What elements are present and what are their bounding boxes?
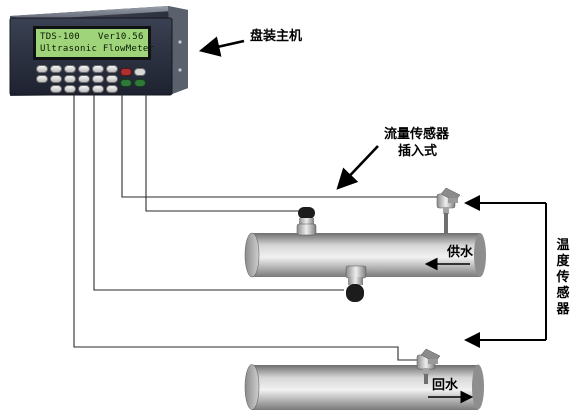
keypad-key — [92, 75, 104, 83]
meter-side — [168, 6, 188, 94]
flow-sensor-top — [296, 207, 317, 236]
keypad-key — [134, 68, 146, 76]
label-supply-water: 供水 — [447, 245, 474, 260]
lcd-screen — [36, 29, 148, 57]
lcd-version: Ver10.56 — [98, 32, 144, 42]
arrow-flow-sensor — [336, 145, 379, 190]
cable-temp-supply — [121, 92, 438, 198]
keypad-key — [64, 85, 76, 93]
keypad-key — [106, 65, 118, 73]
keypad-key — [64, 65, 76, 73]
temp-sensor-supply — [436, 187, 461, 233]
label-insertion-type: 插入式 — [398, 144, 438, 159]
callout-arrows — [198, 36, 379, 190]
supply-pipe — [244, 232, 486, 278]
return-pipe — [244, 364, 484, 410]
keypad-key — [50, 85, 62, 93]
keypad-key — [50, 65, 62, 73]
keypad-key — [92, 65, 104, 73]
cable-flow-lower — [93, 92, 344, 291]
keypad-key — [78, 65, 90, 73]
label-flow-sensor: 流量传感器 — [384, 127, 450, 142]
keypad-key — [50, 75, 62, 83]
cables — [73, 92, 438, 361]
label-return-water: 回水 — [432, 378, 459, 393]
keypad-key — [78, 75, 90, 83]
lcd-product-name: Ultrasonic FlowMeter — [40, 44, 155, 54]
temp-sensor-bracket — [464, 195, 547, 348]
cable-temp-return — [73, 92, 418, 361]
keypad-key — [92, 85, 104, 93]
keypad-key — [106, 75, 118, 83]
flow-sensor-bottom — [345, 265, 367, 302]
arrow-host — [198, 36, 245, 57]
cable-flow-supply — [145, 92, 304, 212]
keypad-key — [36, 75, 48, 83]
keypad-key-green — [134, 79, 146, 87]
meter-top — [10, 6, 188, 20]
keypad-key — [106, 85, 118, 93]
keypad-key — [64, 75, 76, 83]
keypad-key-red — [120, 68, 132, 76]
keypad-key — [36, 65, 48, 73]
temp-sensor-return — [416, 348, 441, 384]
keypad-key — [78, 85, 90, 93]
lcd-model: TDS-100 — [40, 32, 81, 42]
keypad-key-green — [120, 79, 132, 87]
label-temp-sensor: 温度传感器 — [556, 238, 570, 317]
label-host: 盘装主机 — [250, 29, 303, 44]
